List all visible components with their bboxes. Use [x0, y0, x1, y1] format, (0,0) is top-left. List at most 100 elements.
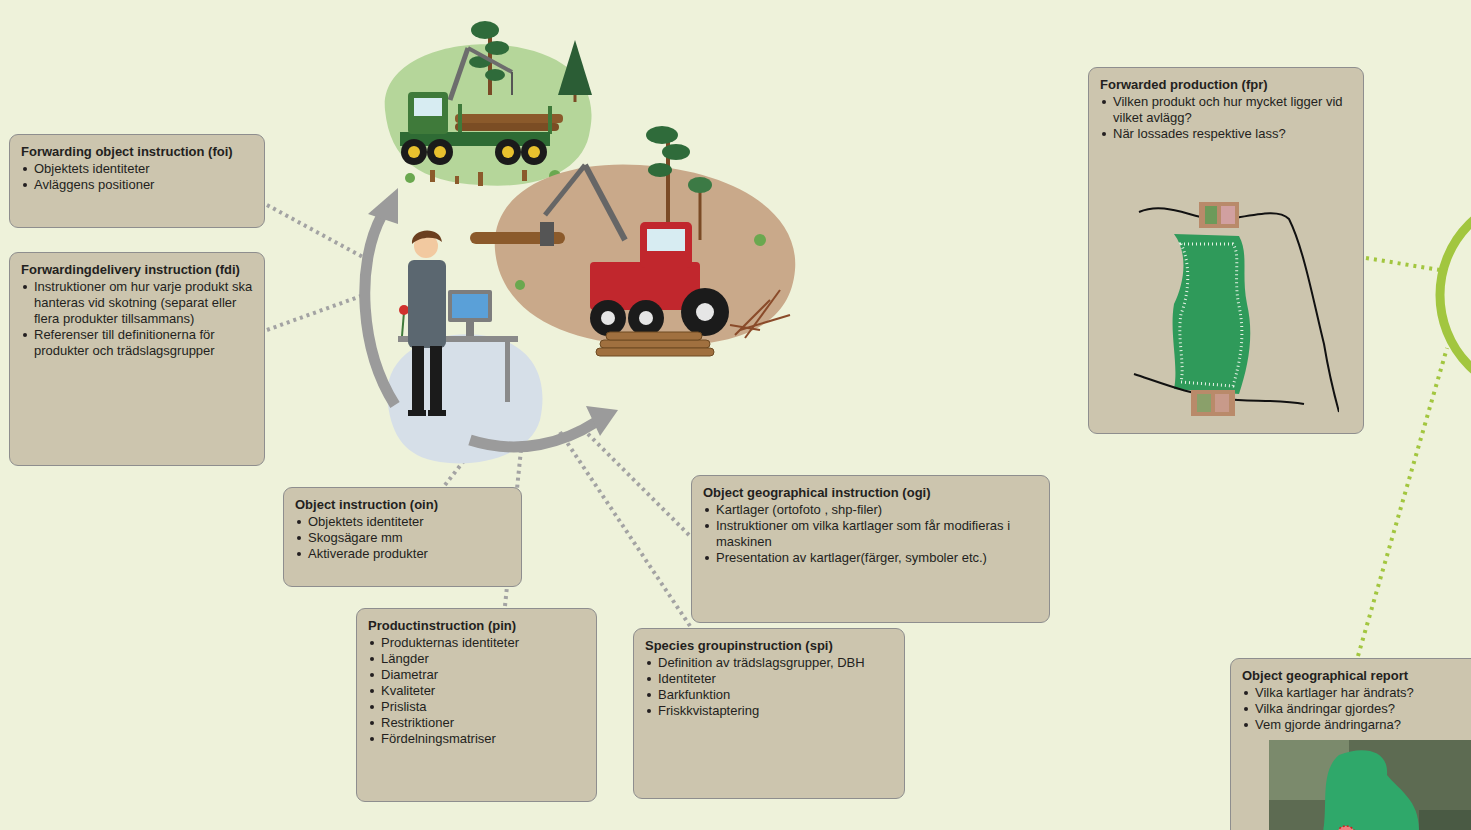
leader-line [582, 428, 689, 535]
bullet-item: Vilka ändringar gjordes? [1242, 701, 1471, 717]
leader-line [267, 205, 372, 262]
instruction-box: Forwardingdelivery instruction (fdi)Inst… [9, 252, 265, 466]
forwarder-scene [401, 139, 547, 165]
box-heading: Object geographical instruction (ogi) [703, 485, 1039, 501]
cycle-arc [1358, 195, 1471, 656]
bullet-dot [370, 737, 374, 741]
bullet-item: Restriktioner [368, 715, 586, 731]
bullet-text: Vilka kartlager har ändrats? [1255, 685, 1414, 700]
forwarder-scene [485, 69, 505, 81]
bullet-item: Diametrar [368, 667, 586, 683]
bullet-text: Kartlager (ortofoto , shp-filer) [716, 502, 882, 517]
instruction-box: Forwarded production (fpr)Vilken produkt… [1088, 67, 1364, 434]
instruction-box: Forwarding object instruction (foi)Objek… [9, 134, 265, 228]
bullet-dot [647, 677, 651, 681]
log-pile [1205, 206, 1217, 224]
bullet-text: Vilka ändringar gjordes? [1255, 701, 1395, 716]
orthophoto [1323, 750, 1419, 830]
forwarder-scene [485, 41, 509, 55]
log-pile [1191, 202, 1239, 416]
bullet-item: Aktiverade produkter [295, 546, 511, 562]
planner-figure [466, 322, 474, 336]
bullet-item: Vilka kartlager har ändrats? [1242, 685, 1471, 701]
bullet-text: Avläggens positioner [34, 177, 154, 192]
forwarder-scene [548, 106, 552, 134]
bullet-item: Barkfunktion [645, 687, 894, 703]
cycle-arrow [470, 422, 596, 447]
cycle-arrow [365, 215, 395, 405]
harvester-scene [495, 164, 796, 345]
bullet-item: Identiteter [645, 671, 894, 687]
bullet-dot [297, 536, 301, 540]
bullet-item: Objektets identiteter [21, 161, 254, 177]
bullet-text: Kvaliteter [381, 683, 435, 698]
planner-figure [402, 312, 404, 336]
harvester-scene [596, 332, 714, 356]
forwarder-scene [455, 176, 459, 184]
cycle-arc [1358, 348, 1447, 656]
bullet-dot [370, 721, 374, 725]
planner-figure [387, 231, 542, 464]
bullet-dot [370, 673, 374, 677]
forwarder-scene [408, 146, 540, 158]
harvester-scene [470, 126, 795, 356]
instruction-box: Species groupinstruction (spi)Definition… [633, 628, 905, 799]
orthophoto [1269, 740, 1471, 830]
cycle-arrow [365, 188, 618, 447]
forwarder-scene [401, 139, 427, 165]
log-pile [1197, 394, 1211, 412]
bullet-item: Fördelningsmatriser [368, 731, 586, 747]
instruction-box: Object geographical instruction (ogi)Kar… [691, 475, 1050, 623]
planner-figure [452, 294, 488, 318]
bullet-text: Instruktioner om vilka kartlager som får… [716, 518, 1010, 549]
planner-figure [430, 346, 442, 412]
bullet-text: Restriktioner [381, 715, 454, 730]
instruction-box: Object instruction (oin)Objektets identi… [283, 487, 522, 587]
planner-figure [505, 342, 510, 402]
harvester-scene [596, 348, 714, 356]
box-heading: Object geographical report [1242, 668, 1471, 684]
bullet-item: Friskkvistaptering [645, 703, 894, 719]
bullet-text: Identiteter [658, 671, 716, 686]
log-pile [1215, 394, 1229, 412]
bullet-dot [1244, 723, 1248, 727]
bullet-dot [705, 556, 709, 560]
bullet-text: Aktiverade produkter [308, 546, 428, 561]
instruction-box: Object geographical reportVilka kartlage… [1230, 658, 1471, 830]
forwarder-scene [521, 139, 547, 165]
harvester-scene [699, 185, 702, 240]
forwarder-scene [471, 21, 499, 39]
bullet-text: När lossades respektive lass? [1113, 126, 1286, 141]
planner-figure [399, 305, 409, 315]
orthophoto [1336, 826, 1356, 830]
bullet-text: Längder [381, 651, 429, 666]
bullet-text: Produkternas identiteter [381, 635, 519, 650]
bullet-dot [1244, 691, 1248, 695]
harvester-scene [646, 126, 678, 144]
harvester-scene [639, 311, 653, 325]
harvester-scene [688, 177, 712, 193]
landing-map [1129, 194, 1339, 419]
bullet-item: Instruktioner om vilka kartlager som får… [703, 518, 1039, 550]
forwarder-scene [558, 40, 592, 95]
bullet-dot [297, 552, 301, 556]
forwarder-scene [414, 98, 442, 116]
bullet-text: Barkfunktion [658, 687, 730, 702]
cycle-arrow [368, 188, 398, 224]
cycle-arc [1440, 195, 1471, 395]
bullet-dot [370, 689, 374, 693]
bullet-item: Instruktioner om hur varje produkt ska h… [21, 279, 254, 327]
leader-line [560, 432, 690, 626]
bullet-text: Referenser till definitionerna för produ… [34, 327, 215, 358]
box-heading: Forwarded production (fpr) [1100, 77, 1353, 93]
bullet-dot [647, 693, 651, 697]
forwarder-scene [427, 139, 453, 165]
bullet-item: Vilken produkt och hur mycket ligger vid… [1100, 94, 1353, 126]
bullet-dot [23, 167, 27, 171]
bullet-item: Definition av trädslagsgrupper, DBH [645, 655, 894, 671]
box-heading: Object instruction (oin) [295, 497, 511, 513]
forwarder-scene [458, 104, 462, 134]
bullet-item: Kartlager (ortofoto , shp-filer) [703, 502, 1039, 518]
bullet-dot [705, 508, 709, 512]
harvester-scene [545, 165, 585, 215]
